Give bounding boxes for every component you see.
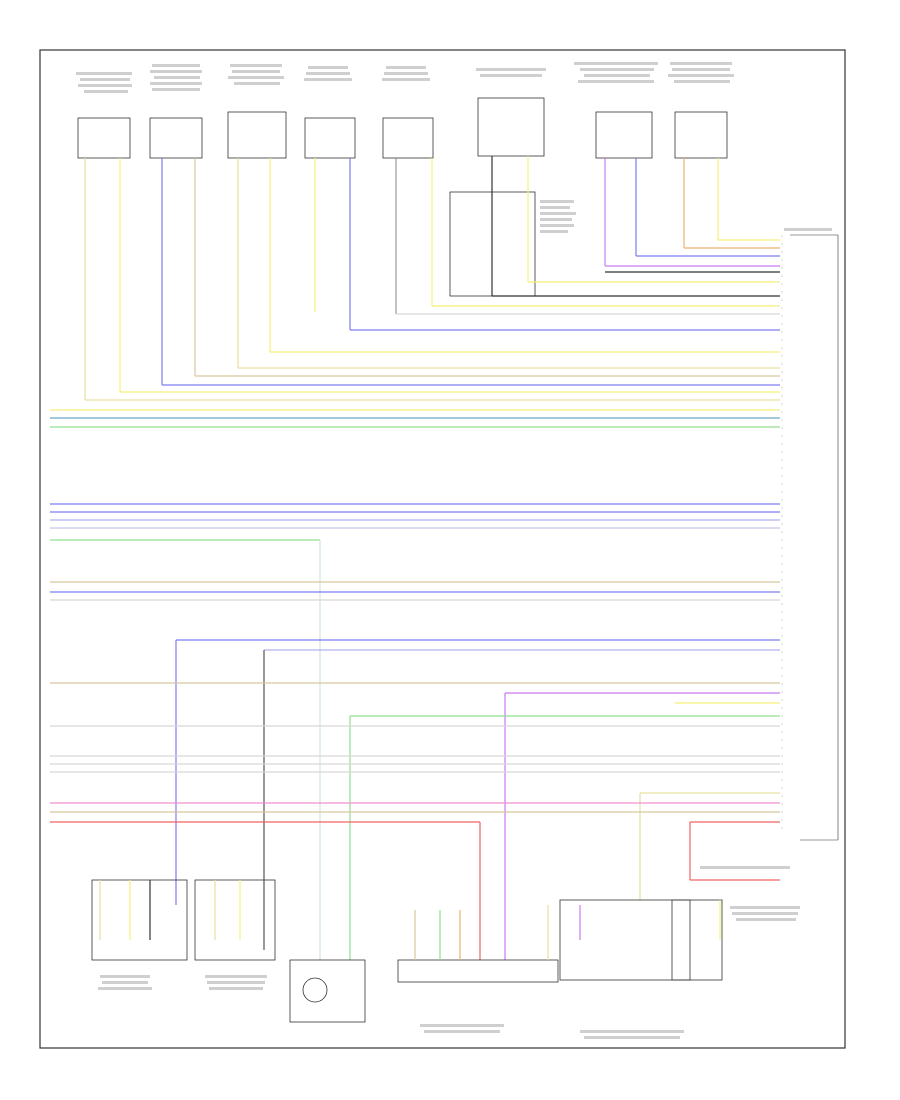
label-block [154,76,200,79]
bottom-components [91,879,723,1023]
label-block [152,88,200,91]
connector-box-2 [149,117,203,159]
bottom-box-far-right [671,899,723,981]
connector-box-6 [477,97,545,157]
label-block [100,975,150,978]
label-block [540,230,568,233]
label-block [228,76,284,79]
label-block [102,981,148,984]
label-block [386,66,426,69]
diagram-frame [39,49,846,1049]
label-block [540,206,570,209]
connector-box-5 [382,117,434,159]
horizontal-wires-middle [50,503,780,960]
label-block [306,72,350,75]
horizontal-wires-lower [50,682,780,960]
label-block [574,62,658,65]
label-block [580,1030,684,1033]
label-block [152,64,200,67]
label-block [234,82,280,85]
label-block [384,72,428,75]
label-block [84,90,128,93]
label-block [209,987,263,990]
label-block [78,84,132,87]
vertical-wires-top [84,156,719,400]
label-block [76,72,132,75]
label-block [730,906,800,909]
label-block [230,64,282,67]
sensor-box [289,959,366,1023]
label-block [540,224,574,227]
label-block [732,912,798,915]
label-block [672,68,730,71]
bottom-box-left [91,879,188,961]
label-block [540,200,574,203]
label-block [736,918,796,921]
label-block [308,66,348,69]
label-block [540,218,572,221]
module-connector-bottom [397,959,559,983]
label-block [80,78,130,81]
bottom-wires [99,880,721,960]
bottom-box-center-left [194,879,276,961]
bottom-box-right [559,899,691,981]
label-blocks [76,62,832,233]
label-block [784,228,832,231]
label-block [674,80,730,83]
bottom-labels [98,866,800,1039]
label-block [232,70,280,73]
label-block [580,68,654,71]
sensor-symbol [302,977,328,1003]
connector-box-3 [227,111,287,159]
label-block [207,981,265,984]
label-block [150,82,202,85]
connector-box-1 [77,117,131,159]
label-block [98,987,152,990]
label-block [540,212,576,215]
label-block [304,78,352,81]
label-block [668,74,734,77]
label-block [205,975,267,978]
label-block [584,74,650,77]
label-block [670,62,732,65]
label-block [424,1030,500,1033]
pin-column [781,234,839,841]
label-block [578,80,654,83]
connector-box-8 [674,111,728,159]
label-block [382,78,430,81]
connector-box-4 [304,117,356,159]
label-block [584,1036,680,1039]
label-block [150,70,202,73]
label-block [476,68,546,71]
label-block [420,1024,504,1027]
connector-box-7 [595,111,653,159]
label-block [700,866,790,869]
horizontal-wires-upper [50,239,780,428]
label-block [480,74,542,77]
